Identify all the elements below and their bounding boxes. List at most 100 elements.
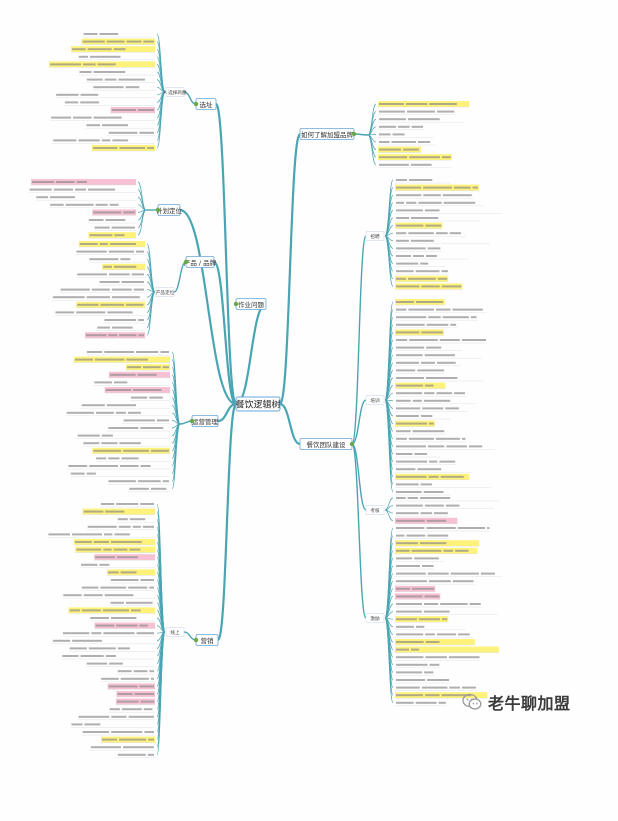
sub-node[interactable]: 激励 bbox=[365, 613, 385, 623]
leaf-text-placeholder bbox=[110, 541, 142, 543]
leaf-text-placeholder bbox=[469, 603, 481, 605]
leaf-text-placeholder bbox=[55, 311, 75, 314]
leaf-text-placeholder bbox=[150, 677, 154, 680]
leaf-text-placeholder bbox=[427, 679, 450, 681]
leaf-text-placeholder bbox=[396, 542, 418, 545]
sub-node[interactable]: 线上 bbox=[165, 627, 185, 637]
leaf-text-placeholder bbox=[99, 281, 120, 283]
leaf-text-placeholder bbox=[71, 723, 83, 726]
leaf-text-placeholder bbox=[443, 201, 476, 204]
leaf-text-placeholder bbox=[412, 399, 422, 402]
leaf-text-placeholder bbox=[396, 422, 428, 425]
leaf-text-placeholder bbox=[99, 243, 108, 245]
leaf-text-placeholder bbox=[396, 679, 426, 681]
leaf-text-placeholder bbox=[408, 437, 434, 440]
leaf-text-placeholder bbox=[435, 232, 448, 235]
leaf-text-placeholder bbox=[117, 753, 146, 756]
leaf-text-placeholder bbox=[148, 738, 154, 741]
leaf-text-placeholder bbox=[77, 434, 100, 437]
leaf-text-placeholder bbox=[84, 723, 101, 726]
leaf-text-placeholder bbox=[116, 624, 138, 627]
branch-node-prod[interactable]: 产品 / 品牌 bbox=[183, 256, 217, 268]
expand-toggle-icon[interactable] bbox=[349, 441, 355, 447]
leaf-text-placeholder bbox=[101, 434, 113, 437]
leaf-text-placeholder bbox=[410, 239, 434, 242]
leaf-text-placeholder bbox=[111, 226, 135, 229]
sub-node[interactable]: A 选择商圈 bbox=[164, 87, 187, 97]
leaf-text-placeholder bbox=[90, 746, 121, 749]
leaf-text-placeholder bbox=[86, 472, 96, 475]
leaf-text-placeholder bbox=[396, 671, 423, 674]
leaf-text-placeholder bbox=[396, 497, 406, 499]
branch-node-mkt[interactable]: 营销 bbox=[193, 634, 219, 646]
branch-node-know[interactable]: 如何了解加盟品牌 bbox=[299, 128, 357, 140]
leaf-text-placeholder bbox=[379, 141, 390, 143]
leaf-text-placeholder bbox=[379, 125, 397, 128]
branch-node-label: 计划定位 bbox=[156, 206, 183, 215]
leaf-text-placeholder bbox=[127, 411, 141, 414]
leaf-text-placeholder bbox=[396, 201, 405, 204]
leaf-text-placeholder bbox=[396, 504, 423, 507]
leaf-text-placeholder bbox=[60, 288, 90, 291]
leaf-text-placeholder bbox=[436, 633, 457, 636]
expand-toggle-icon[interactable] bbox=[189, 418, 195, 424]
leaf-text-placeholder bbox=[420, 483, 432, 486]
branch-node-plan[interactable]: 计划定位 bbox=[155, 204, 183, 216]
leaf-text-placeholder bbox=[396, 437, 407, 440]
leaf-text-placeholder bbox=[109, 243, 137, 245]
leaf-text-placeholder bbox=[119, 738, 147, 741]
leaf-text-placeholder bbox=[379, 133, 391, 136]
leaf-text-placeholder bbox=[396, 694, 424, 697]
leaf-text-placeholder bbox=[440, 475, 464, 478]
branch-node-team[interactable]: 餐饮团队建设 bbox=[299, 438, 355, 450]
leaf-text-placeholder bbox=[140, 503, 154, 505]
highlight-mark bbox=[395, 329, 444, 336]
leaf-text-placeholder bbox=[396, 686, 420, 689]
leaf-text-placeholder bbox=[415, 301, 444, 303]
leaf-text-placeholder bbox=[74, 541, 92, 543]
leaf-text-placeholder bbox=[379, 103, 404, 105]
leaf-text-placeholder bbox=[139, 685, 154, 688]
leaf-text-placeholder bbox=[53, 188, 74, 191]
connector-line bbox=[217, 402, 237, 423]
connector-line bbox=[171, 423, 181, 490]
connector-line bbox=[278, 132, 302, 406]
expand-toggle-icon[interactable] bbox=[193, 637, 199, 643]
leaf-text-placeholder bbox=[443, 549, 454, 552]
leaf-text-placeholder bbox=[117, 556, 138, 559]
expand-toggle-icon[interactable] bbox=[193, 101, 199, 107]
leaf-text-placeholder bbox=[96, 457, 107, 460]
leaf-text-placeholder bbox=[396, 468, 416, 471]
leaf-text-placeholder bbox=[123, 211, 135, 214]
leaf-text-placeholder bbox=[79, 243, 98, 245]
leaf-text-placeholder bbox=[118, 525, 131, 528]
leaf-text-placeholder bbox=[94, 358, 125, 361]
sub-node[interactable]: 招聘 bbox=[365, 231, 385, 241]
branch-node-ops[interactable]: 运营管理 bbox=[189, 415, 219, 427]
leaf-text-placeholder bbox=[423, 610, 450, 613]
sub-node[interactable]: 考核 bbox=[365, 505, 385, 515]
leaf-text-placeholder bbox=[120, 571, 137, 574]
leaf-text-placeholder bbox=[445, 407, 459, 410]
leaf-text-placeholder bbox=[426, 527, 456, 529]
leaf-text-placeholder bbox=[147, 753, 154, 756]
leaf-text-placeholder bbox=[448, 656, 480, 659]
branch-node-dian[interactable]: 选址 bbox=[193, 98, 217, 110]
leaf-text-placeholder bbox=[410, 163, 432, 166]
leaf-text-placeholder bbox=[407, 497, 419, 499]
leaf-text-placeholder bbox=[418, 618, 441, 621]
leaf-text-placeholder bbox=[412, 430, 445, 433]
leaf-text-placeholder bbox=[111, 731, 143, 733]
root-node[interactable]: 餐饮逻辑树 bbox=[235, 396, 281, 412]
sub-node[interactable]: 产品定位 bbox=[155, 287, 175, 297]
sub-node[interactable]: 培训 bbox=[365, 395, 385, 405]
leaf-text-placeholder bbox=[396, 285, 420, 288]
leaf-text-placeholder bbox=[435, 308, 451, 311]
expand-toggle-icon[interactable] bbox=[183, 259, 189, 265]
expand-toggle-icon[interactable] bbox=[233, 301, 239, 307]
expand-toggle-icon[interactable] bbox=[351, 131, 357, 137]
expand-toggle-icon[interactable] bbox=[155, 207, 161, 213]
sub-node-label: 产品定位 bbox=[156, 289, 175, 296]
leaf-text-placeholder bbox=[411, 125, 424, 128]
branch-node-qa[interactable]: 作业问题 bbox=[233, 298, 267, 310]
